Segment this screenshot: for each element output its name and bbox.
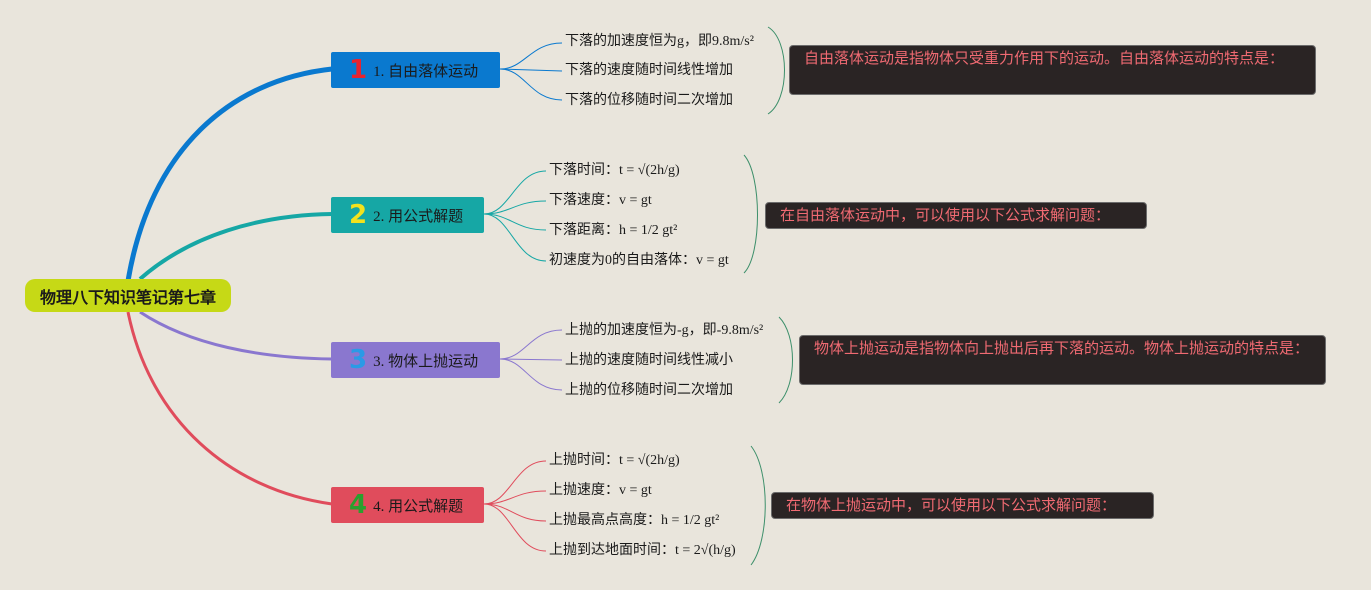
branch-1-topic[interactable]: 1 1. 自由落体运动 — [331, 52, 500, 88]
connector-root-branch-2 — [138, 212, 333, 281]
branch-2-item-2[interactable]: 下落速度：v = gt — [549, 193, 652, 208]
connector-root-branch-4 — [126, 311, 333, 506]
branch-2-item-4[interactable]: 初速度为0的自由落体：v = gt — [549, 253, 729, 268]
number-3-icon: 3 — [349, 345, 368, 375]
branch-3-item-2[interactable]: 上抛的速度随时间线性减小 — [565, 353, 733, 368]
summary-brackets — [743, 26, 793, 566]
branch-4-item-2[interactable]: 上抛速度：v = gt — [549, 483, 652, 498]
branch-1-label: 1. 自由落体运动 — [373, 63, 479, 80]
connector-branch-1-leaves — [499, 42, 563, 101]
branch-1-item-3[interactable]: 下落的位移随时间二次增加 — [565, 93, 733, 108]
branch-4-topic[interactable]: 4 4. 用公式解题 — [331, 487, 484, 523]
branch-3-label: 3. 物体上抛运动 — [373, 353, 479, 370]
branch-3-summary-note[interactable]: 物体上抛运动是指物体向上抛出后再下落的运动。物体上抛运动的特点是： — [799, 335, 1326, 385]
branch-3-item-1[interactable]: 上抛的加速度恒为-g，即-9.8m/s² — [565, 323, 764, 338]
branch-1-summary-note[interactable]: 自由落体运动是指物体只受重力作用下的运动。自由落体运动的特点是： — [789, 45, 1316, 95]
root-title: 物理八下知识笔记第七章 — [39, 287, 216, 307]
connector-branch-4-leaves — [483, 460, 547, 552]
branch-2-item-3[interactable]: 下落距离：h = 1/2 gt² — [549, 223, 678, 238]
root-topic[interactable]: 物理八下知识笔记第七章 — [25, 279, 231, 312]
number-1-icon: 1 — [349, 55, 368, 85]
branch-2-item-1[interactable]: 下落时间：t = √(2h/g) — [549, 163, 680, 178]
branch-4-item-3[interactable]: 上抛最高点高度：h = 1/2 gt² — [549, 513, 720, 528]
branch-3-item-3[interactable]: 上抛的位移随时间二次增加 — [565, 383, 733, 398]
branch-2-topic[interactable]: 2 2. 用公式解题 — [331, 197, 484, 233]
connector-branch-2-leaves — [483, 170, 547, 262]
branch-4-item-1[interactable]: 上抛时间：t = √(2h/g) — [549, 453, 680, 468]
branch-4-item-4[interactable]: 上抛到达地面时间：t = 2√(h/g) — [549, 543, 736, 558]
branch-1-item-1[interactable]: 下落的加速度恒为g，即9.8m/s² — [565, 34, 754, 49]
branch-2-label: 2. 用公式解题 — [373, 208, 464, 225]
branch-4-summary-note[interactable]: 在物体上抛运动中，可以使用以下公式求解问题： — [771, 492, 1154, 519]
number-4-icon: 4 — [349, 490, 368, 520]
connector-branch-3-leaves — [499, 329, 563, 391]
connector-root-branch-1 — [125, 66, 333, 282]
branch-2-summary-note[interactable]: 在自由落体运动中，可以使用以下公式求解问题： — [765, 202, 1147, 229]
number-2-icon: 2 — [349, 200, 368, 230]
branch-1-item-2[interactable]: 下落的速度随时间线性增加 — [565, 63, 733, 78]
connector-root-branch-3 — [139, 310, 333, 361]
branch-3-topic[interactable]: 3 3. 物体上抛运动 — [331, 342, 500, 378]
branch-4-label: 4. 用公式解题 — [373, 498, 464, 515]
